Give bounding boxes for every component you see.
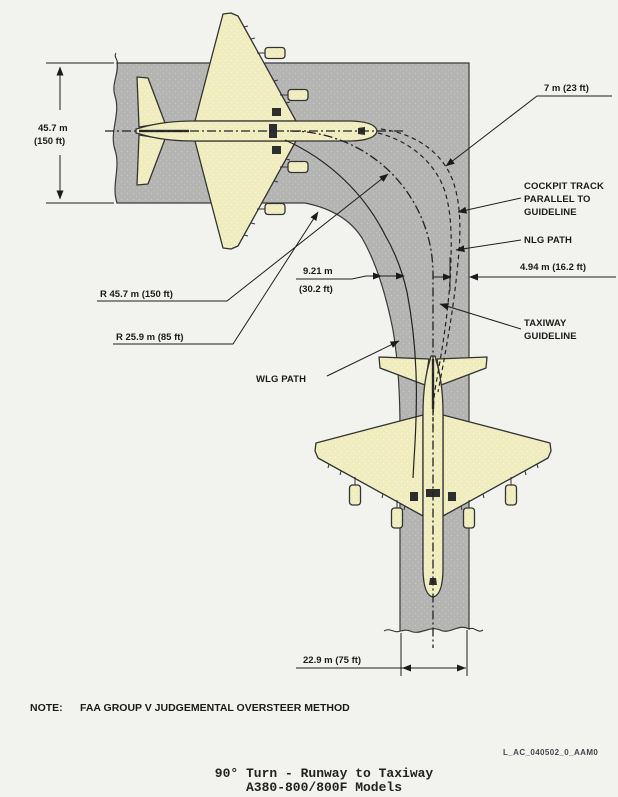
cockpit-track-line3: GUIDELINE xyxy=(524,207,577,218)
cockpit-track-line1: COCKPIT TRACK xyxy=(524,181,604,192)
taxiway-guideline-line1: TAXIWAY xyxy=(524,318,567,329)
caption-line1: 90° Turn - Runway to Taxiway xyxy=(215,766,434,781)
taxiway-width-label: 22.9 m (75 ft) xyxy=(303,655,361,666)
reference-code: L_AC_040502_0_AAM0 xyxy=(503,748,598,757)
break-line-left xyxy=(114,52,118,65)
guideline-radius-dimension: R 45.7 m (150 ft) xyxy=(97,173,389,302)
fillet-radius-label: R 25.9 m (85 ft) xyxy=(116,332,184,343)
cockpit-offset-label: 7 m (23 ft) xyxy=(544,83,589,94)
taxiway-guideline-line2: GUIDELINE xyxy=(524,331,577,342)
caption-line2: A380-800/800F Models xyxy=(246,780,402,795)
cockpit-track-label: COCKPIT TRACK PARALLEL TO GUIDELINE xyxy=(457,181,604,218)
cockpit-offset-dimension: 7 m (23 ft) xyxy=(445,83,612,167)
nlg-path-curve xyxy=(377,132,452,429)
nlg-offset-label: 4.94 m (16.2 ft) xyxy=(520,262,586,273)
wlg-path-text: WLG PATH xyxy=(256,374,306,385)
break-line-bottom xyxy=(383,627,484,633)
runway-width-label-ft: (150 ft) xyxy=(34,136,65,147)
note-label: NOTE: xyxy=(30,702,63,714)
nlg-path-label: NLG PATH xyxy=(455,235,572,253)
wlg-offset-dimension: 9.21 m (30.2 ft) xyxy=(296,266,405,295)
note-row: NOTE: FAA GROUP V JUDGEMENTAL OVERSTEER … xyxy=(30,702,350,714)
nlg-path-text: NLG PATH xyxy=(524,235,572,246)
nlg-offset-dimension: 4.94 m (16.2 ft) xyxy=(433,257,616,291)
figure-caption: 90° Turn - Runway to Taxiway A380-800/80… xyxy=(215,766,434,795)
runway-width-dimension: 45.7 m (150 ft) xyxy=(34,62,114,204)
cockpit-track-line2: PARALLEL TO xyxy=(524,194,591,205)
guideline-radius-label: R 45.7 m (150 ft) xyxy=(100,289,173,300)
wlg-offset-label-ft: (30.2 ft) xyxy=(299,284,333,295)
taxiway-guideline-label: TAXIWAY GUIDELINE xyxy=(439,303,577,342)
fillet-radius-dimension: R 25.9 m (85 ft) xyxy=(113,211,319,345)
wlg-path-label: WLG PATH xyxy=(256,340,400,385)
wlg-path-curve xyxy=(284,139,417,479)
note-text: FAA GROUP V JUDGEMENTAL OVERSTEER METHOD xyxy=(80,702,350,714)
runway-width-label-m: 45.7 m xyxy=(38,123,68,134)
wlg-offset-label-m: 9.21 m xyxy=(303,266,333,277)
pavement xyxy=(112,62,470,633)
taxiway-width-dimension: 22.9 m (75 ft) xyxy=(296,630,468,676)
